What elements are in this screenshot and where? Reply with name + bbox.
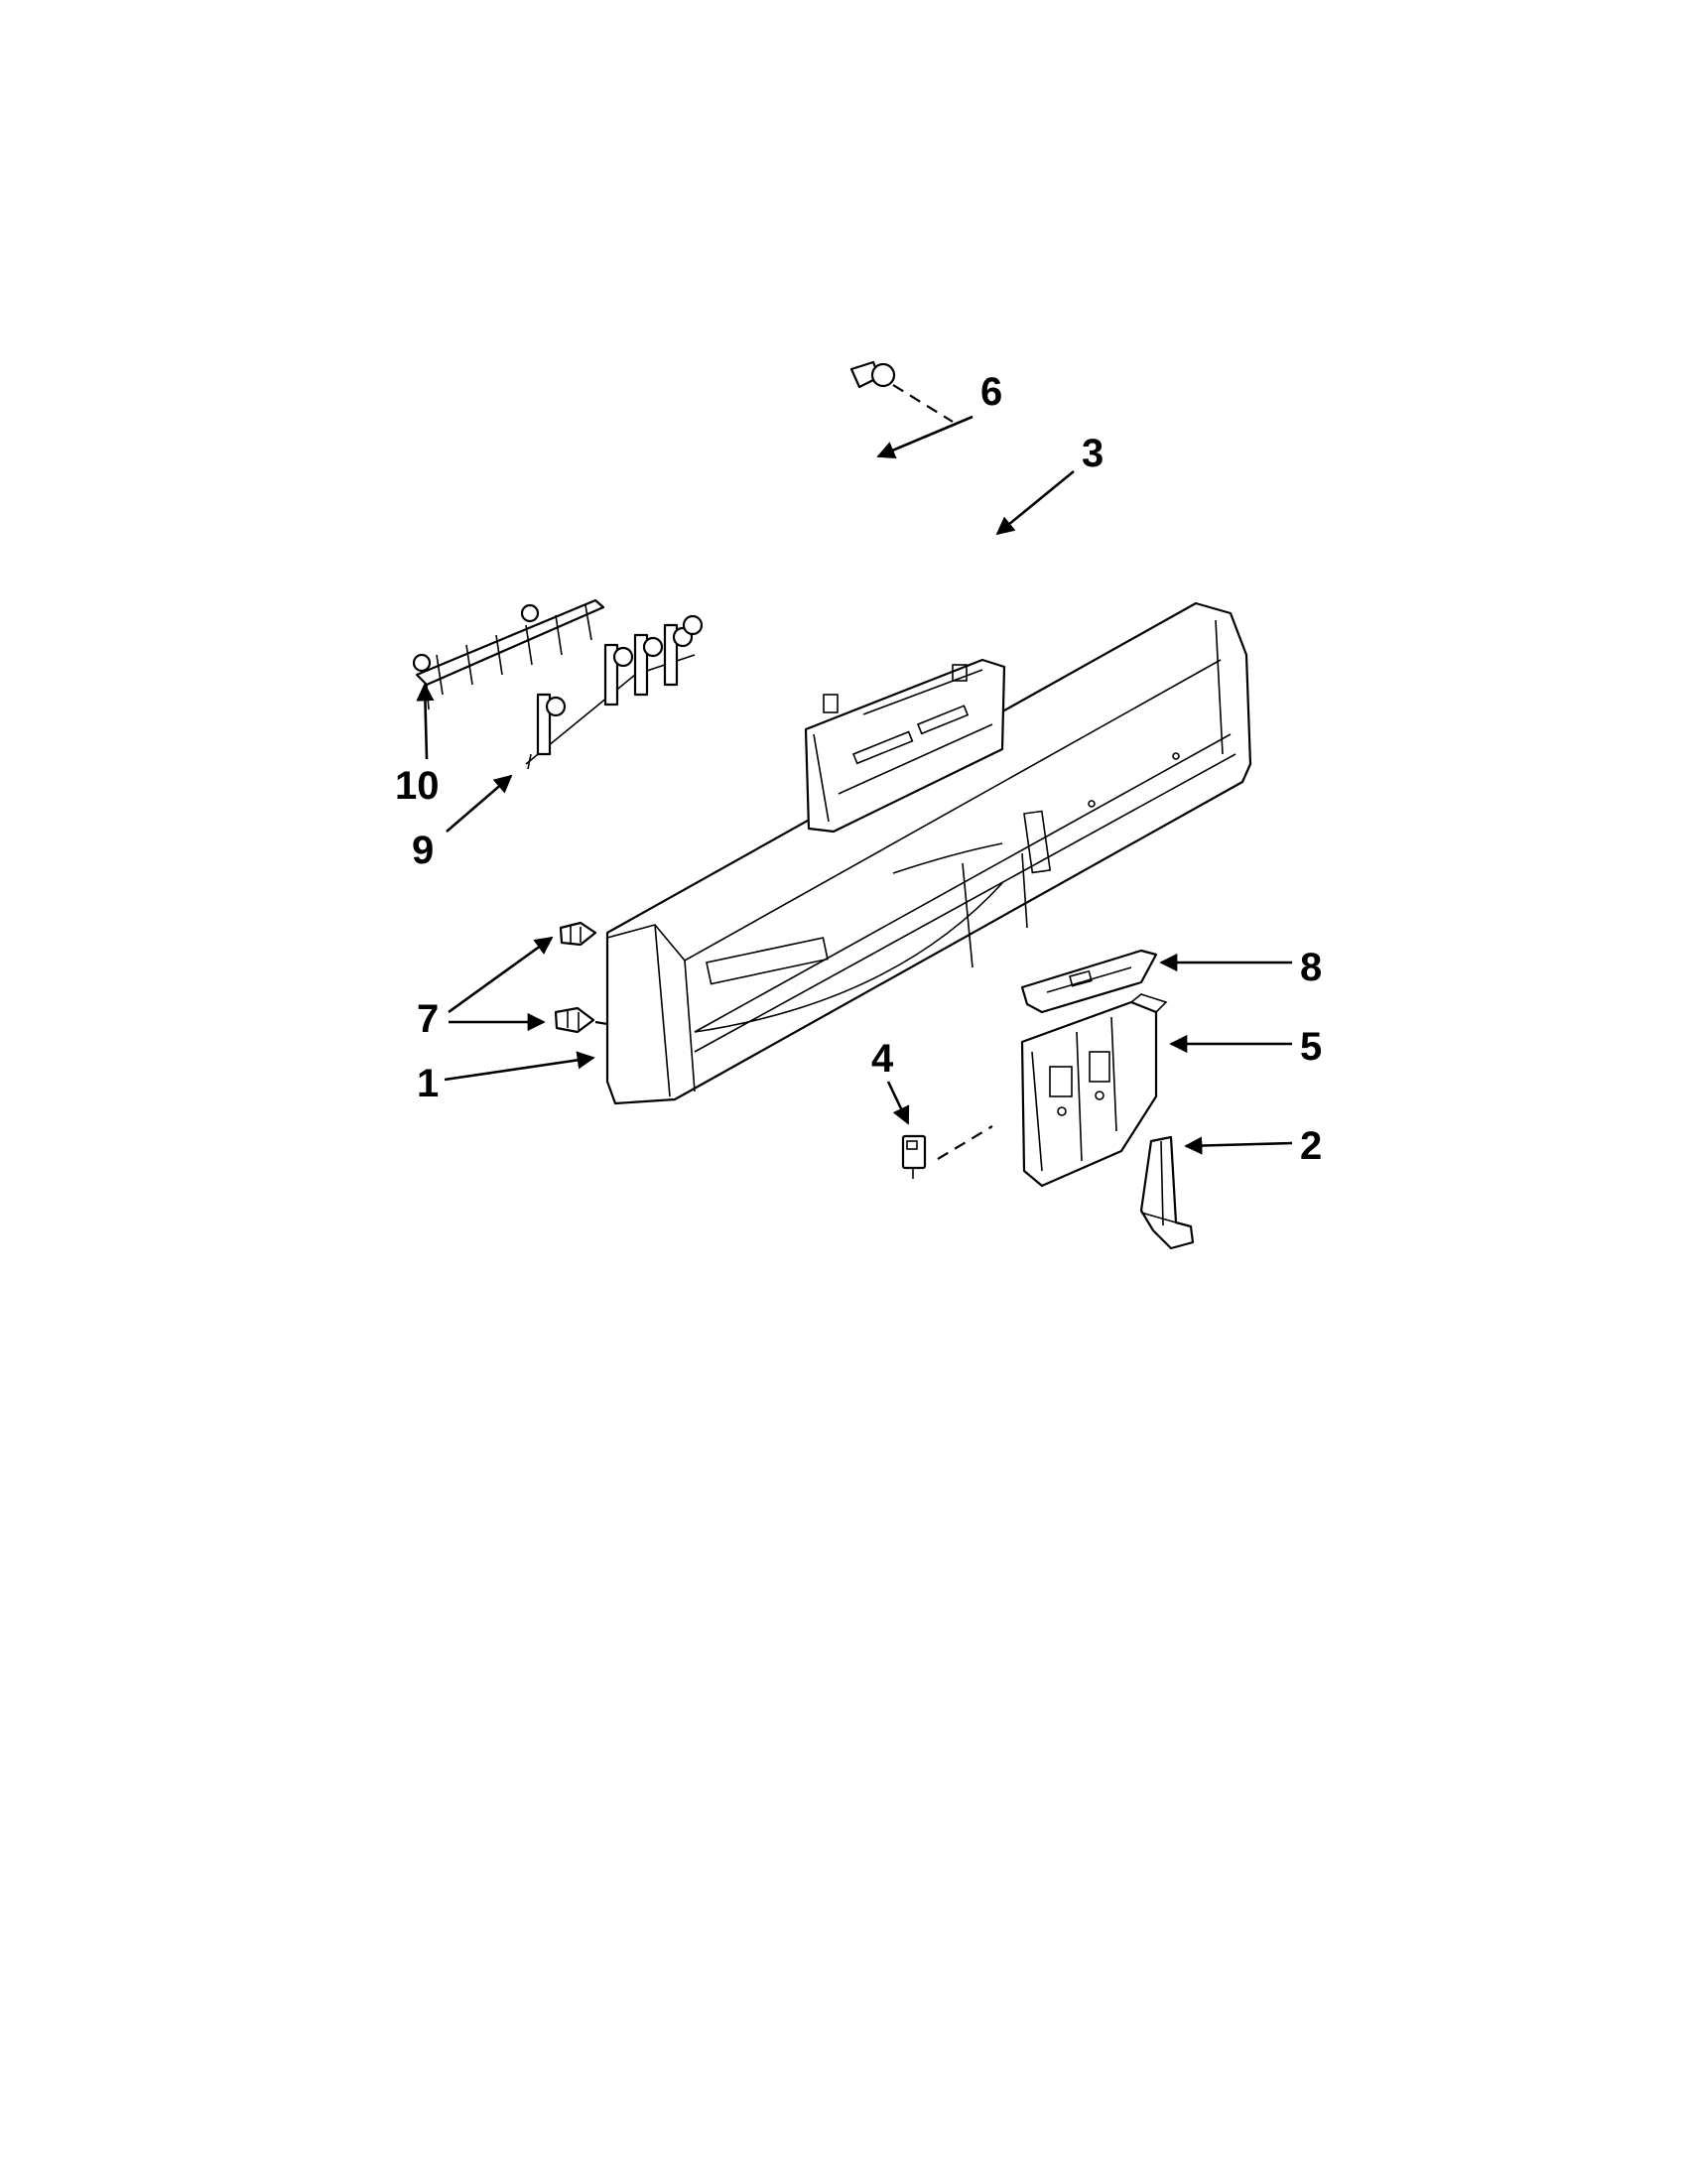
dashed-line-thermistor xyxy=(892,384,954,423)
leader-4 xyxy=(886,1081,910,1125)
thermistor-part xyxy=(849,360,896,389)
callout-9: 9 xyxy=(412,829,434,872)
callout-3: 3 xyxy=(1082,432,1104,475)
callout-6: 6 xyxy=(980,370,1002,414)
button-actuator-part xyxy=(525,614,704,770)
leader-1 xyxy=(444,1051,595,1082)
leader-lines xyxy=(416,415,1293,1155)
dashed-line-screw xyxy=(594,1020,608,1026)
button-actuator-upper-part xyxy=(412,598,605,710)
screw-upper-part xyxy=(559,921,597,947)
callout-4: 4 xyxy=(871,1037,894,1081)
leader-3 xyxy=(995,469,1075,536)
callout-2: 2 xyxy=(1300,1124,1322,1168)
callout-labels: 1 2 3 4 5 6 7 8 9 10 xyxy=(395,370,1322,1168)
leader-7a xyxy=(448,936,554,1014)
control-board-part xyxy=(804,658,1006,834)
dashed-line-switch xyxy=(937,1125,993,1160)
latch-bracket-part xyxy=(1139,1135,1195,1250)
leader-2 xyxy=(1184,1136,1293,1155)
callout-8: 8 xyxy=(1300,946,1322,989)
switch-part xyxy=(901,1134,927,1179)
callout-5: 5 xyxy=(1300,1025,1322,1069)
console-panel-part xyxy=(605,601,1252,1105)
callout-1: 1 xyxy=(417,1062,439,1105)
door-handle-part xyxy=(1020,949,1158,1014)
leader-10 xyxy=(416,683,435,760)
leader-9 xyxy=(446,774,513,833)
callout-10: 10 xyxy=(395,764,440,808)
latch-housing-part xyxy=(1020,993,1168,1188)
callout-7: 7 xyxy=(417,997,439,1041)
screw-lower-part xyxy=(554,1006,595,1034)
assembly-dashed-lines xyxy=(594,384,993,1160)
leader-6 xyxy=(876,415,974,459)
